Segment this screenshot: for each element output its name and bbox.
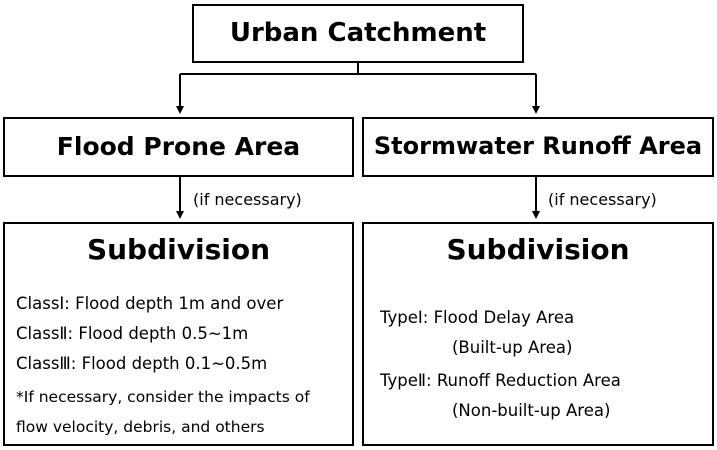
impacts-note-line-2: flow velocity, debris, and others <box>16 418 265 436</box>
stormwater-runoff-area-title: Stormwater Runoff Area <box>373 132 703 160</box>
type-2-line: TypeⅡ: Runoff Reduction Area <box>380 371 621 390</box>
left-subdivision-title: Subdivision <box>86 233 271 266</box>
impacts-note-line-1: *If necessary, consider the impacts of <box>16 388 310 406</box>
stormwater-runoff-area-box: Stormwater Runoff Area <box>362 117 714 177</box>
type-1-line: TypeⅠ: Flood Delay Area <box>380 308 575 327</box>
left-subdivision-box: Subdivision ClassⅠ: Flood depth 1m and o… <box>3 222 354 446</box>
class-1-line: ClassⅠ: Flood depth 1m and over <box>16 294 284 313</box>
right-subdivision-box: Subdivision TypeⅠ: Flood Delay Area (Bui… <box>362 222 714 446</box>
type-1-subline: (Built-up Area) <box>452 338 573 357</box>
left-if-necessary-note: (if necessary) <box>193 190 302 209</box>
type-2-subline: (Non-built-up Area) <box>452 401 611 420</box>
right-if-necessary-note: (if necessary) <box>548 190 657 209</box>
urban-catchment-box: Urban Catchment <box>192 4 524 63</box>
class-3-line: ClassⅢ: Flood depth 0.1~0.5m <box>16 354 268 373</box>
flood-prone-area-box: Flood Prone Area <box>3 117 354 177</box>
flood-prone-area-title: Flood Prone Area <box>56 132 301 161</box>
right-subdivision-title: Subdivision <box>446 233 630 266</box>
urban-catchment-title: Urban Catchment <box>229 18 487 48</box>
class-2-line: ClassⅡ: Flood depth 0.5~1m <box>16 324 249 343</box>
